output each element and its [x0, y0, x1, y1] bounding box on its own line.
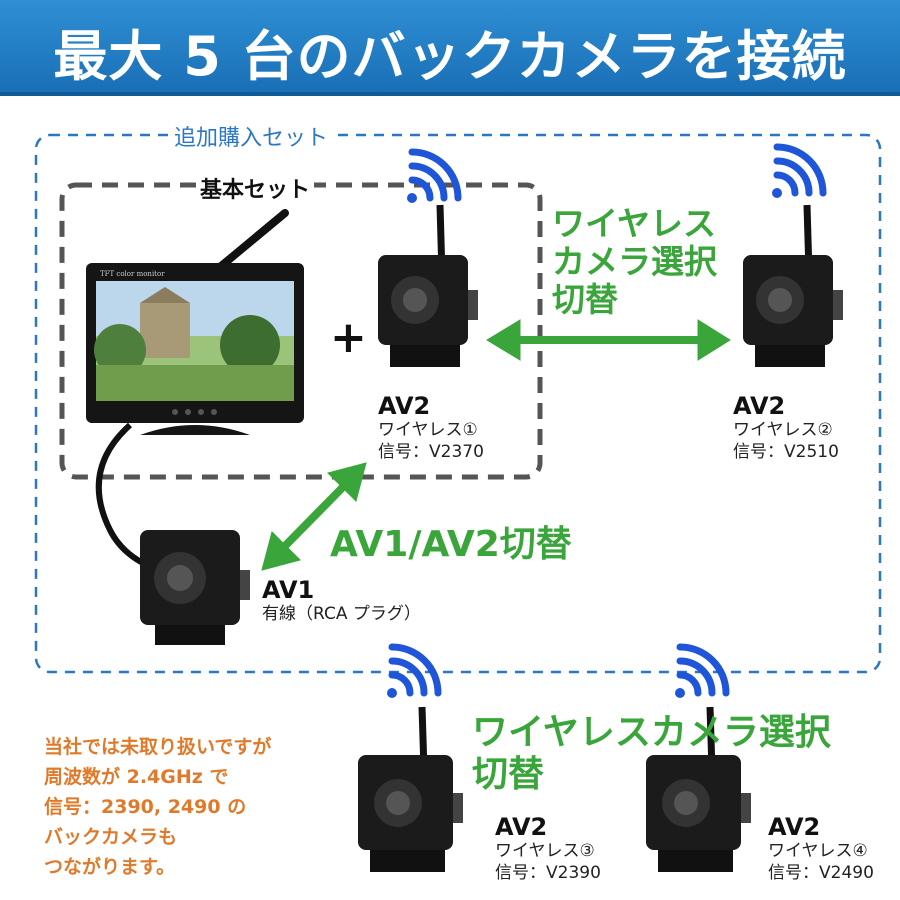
camera-type: ワイヤレス④	[768, 841, 868, 861]
camera-signal: 信号：V2490	[768, 863, 874, 883]
camera-caption-4: AV2 ワイヤレス④ 信号：V2490	[768, 814, 874, 884]
camera-caption-3: AV2 ワイヤレス③ 信号：V2390	[495, 814, 601, 884]
camera-signal: 信号：V2510	[733, 442, 839, 462]
title-banner: 最大 5 台のバックカメラを接続	[0, 0, 900, 96]
av-switch-label: AV1/AV2切替	[330, 524, 572, 565]
camera-type: ワイヤレス②	[733, 420, 833, 440]
wireless-camera-3	[358, 643, 463, 872]
camera-caption-1: AV2 ワイヤレス① 信号：V2370	[378, 393, 484, 463]
note-line: 周波数が 2.4GHz で	[44, 766, 229, 788]
label-line: 切替	[552, 280, 618, 319]
compatibility-note: 当社では未取り扱いですが 周波数が 2.4GHz で 信号：2390, 2490…	[44, 732, 271, 882]
label-line: ワイヤレスカメラ選択	[472, 712, 831, 753]
note-line: つながります。	[44, 856, 176, 878]
camera-type: ワイヤレス③	[495, 841, 595, 861]
wifi-signal-icon	[407, 148, 462, 203]
wireless-select-label-top: ワイヤレス カメラ選択 切替	[552, 205, 717, 319]
label-line: 切替	[472, 754, 545, 795]
camera-signal: 信号：V2390	[495, 863, 601, 883]
double-arrow-horizontal-icon	[486, 319, 731, 361]
basic-set-label: 基本セット	[196, 172, 315, 204]
wireless-camera-1	[378, 148, 478, 367]
camera-signal: 信号：V2370	[378, 442, 484, 462]
camera-caption-2: AV2 ワイヤレス② 信号：V2510	[733, 393, 839, 463]
page-title: 最大 5 台のバックカメラを接続	[53, 25, 847, 88]
camera-channel: AV2	[378, 392, 431, 420]
wireless-camera-2	[743, 143, 843, 367]
note-line: バックカメラも	[44, 826, 178, 848]
double-arrow-diagonal-icon	[261, 462, 367, 571]
camera-type: 有線（RCA プラグ）	[262, 604, 421, 624]
basic-set-box	[59, 182, 543, 480]
label-line: ワイヤレス	[552, 204, 717, 243]
camera-caption-wired: AV1 有線（RCA プラグ）	[262, 577, 421, 625]
camera-channel: AV1	[262, 576, 315, 604]
wireless-camera-4	[646, 643, 751, 872]
camera-type: ワイヤレス①	[378, 420, 478, 440]
wifi-signal-icon	[387, 643, 442, 698]
camera-channel: AV2	[768, 813, 821, 841]
note-line: 信号：2390, 2490 の	[44, 796, 247, 818]
label-line: カメラ選択	[552, 242, 717, 281]
monitor-brand-text: TFT color monitor	[100, 270, 165, 278]
plus-sign: +	[330, 312, 367, 363]
camera-channel: AV2	[495, 813, 548, 841]
additional-set-label: 追加購入セット	[168, 120, 335, 152]
wired-camera	[140, 530, 250, 645]
wifi-signal-icon	[675, 643, 730, 698]
note-line: 当社では未取り扱いですが	[44, 736, 272, 758]
camera-channel: AV2	[733, 392, 786, 420]
wifi-signal-icon	[772, 143, 827, 198]
wireless-select-label-bottom: ワイヤレスカメラ選択 切替	[472, 712, 831, 796]
monitor-illustration: TFT color monitor	[86, 209, 304, 435]
